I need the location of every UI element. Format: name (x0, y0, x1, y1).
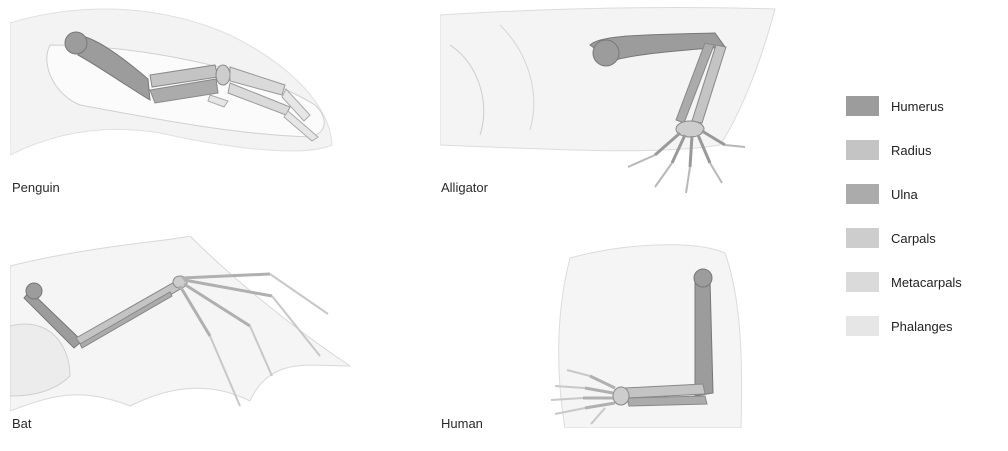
human-carpals (613, 387, 629, 405)
alligator-limb-diagram (440, 5, 780, 195)
ulna-swatch (846, 184, 879, 204)
bat-caption: Bat (12, 416, 32, 431)
metacarpals-swatch (846, 272, 879, 292)
human-limb-diagram (545, 238, 745, 428)
legend-item-metacarpals: Metacarpals (846, 272, 996, 292)
legend-label-phalanges: Phalanges (891, 319, 952, 334)
legend-label-carpals: Carpals (891, 231, 936, 246)
penguin-carpals (216, 65, 230, 85)
legend-item-ulna: Ulna (846, 184, 996, 204)
legend-label-metacarpals: Metacarpals (891, 275, 962, 290)
legend-item-radius: Radius (846, 140, 996, 160)
penguin-illustration (10, 5, 340, 175)
legend-label-radius: Radius (891, 143, 931, 158)
human-ulna (627, 396, 707, 406)
legend-label-humerus: Humerus (891, 99, 944, 114)
carpals-swatch (846, 228, 879, 248)
bat-limb-diagram (10, 236, 355, 416)
alligator-illustration (440, 5, 780, 195)
phalanges-swatch (846, 316, 879, 336)
radius-swatch (846, 140, 879, 160)
bat-illustration (10, 236, 355, 416)
legend-item-humerus: Humerus (846, 96, 996, 116)
humerus-swatch (846, 96, 879, 116)
human-illustration (545, 238, 745, 428)
alligator-caption: Alligator (441, 180, 488, 195)
human-humerus (695, 278, 713, 396)
bone-legend: Humerus Radius Ulna Carpals Metacarpals … (846, 96, 996, 360)
alligator-phalanges (628, 145, 745, 193)
human-caption: Human (441, 416, 483, 431)
legend-item-carpals: Carpals (846, 228, 996, 248)
penguin-caption: Penguin (12, 180, 60, 195)
legend-item-phalanges: Phalanges (846, 316, 996, 336)
penguin-limb-diagram (10, 5, 340, 175)
legend-label-ulna: Ulna (891, 187, 918, 202)
